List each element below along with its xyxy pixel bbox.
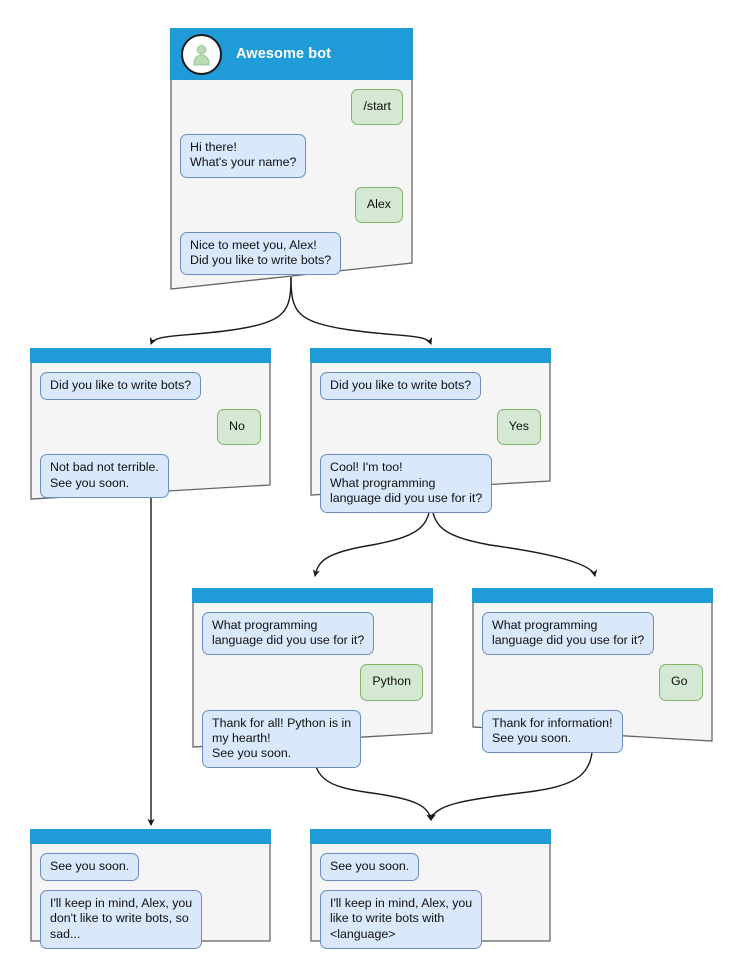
node-header-bar bbox=[30, 348, 271, 363]
bot-message-bubble[interactable]: Did you like to write bots? bbox=[40, 372, 202, 401]
user-message-bubble[interactable]: Go bbox=[659, 664, 703, 701]
answer-python-node[interactable]: What programming language did you use fo… bbox=[192, 588, 433, 769]
bot-title: Awesome bot bbox=[236, 46, 332, 62]
answer-no-node[interactable]: Did you like to write bots? No Not bad n… bbox=[30, 348, 271, 500]
bot-message-bubble[interactable]: See you soon. bbox=[40, 853, 140, 882]
bot-message-bubble[interactable]: Thank for all! Python is in my hearth! S… bbox=[202, 709, 362, 769]
bot-message-bubble[interactable]: I'll keep in mind, Alex, you like to wri… bbox=[320, 890, 483, 949]
end-no-node[interactable]: See you soon. I'll keep in mind, Alex, y… bbox=[30, 829, 271, 949]
chat-row: I'll keep in mind, Alex, you don't like … bbox=[40, 890, 261, 949]
bot-message-bubble[interactable]: Not bad not terrible. See you soon. bbox=[40, 454, 169, 498]
answer-go-node[interactable]: What programming language did you use fo… bbox=[472, 588, 713, 754]
bot-message-bubble[interactable]: Nice to meet you, Alex! Did you like to … bbox=[180, 231, 342, 276]
yes-chat-log: Did you like to write bots? Yes Cool! I'… bbox=[310, 363, 551, 523]
chat-row: Thank for information! See you soon. bbox=[482, 709, 703, 754]
chat-row: Cool! I'm too! What programming language… bbox=[320, 454, 541, 514]
end-no-chat-log: See you soon. I'll keep in mind, Alex, y… bbox=[30, 844, 271, 959]
answer-go-node-content: What programming language did you use fo… bbox=[472, 588, 713, 763]
chat-row: What programming language did you use fo… bbox=[482, 612, 703, 656]
chat-row: Nice to meet you, Alex! Did you like to … bbox=[180, 231, 403, 276]
go-chat-log: What programming language did you use fo… bbox=[472, 603, 713, 763]
node-header-bar bbox=[310, 348, 551, 363]
end-yes-chat-log: See you soon. I'll keep in mind, Alex, y… bbox=[310, 844, 551, 959]
end-yes-node-content: See you soon. I'll keep in mind, Alex, y… bbox=[310, 829, 551, 959]
node-header-bar bbox=[192, 588, 433, 603]
user-message-bubble[interactable]: /start bbox=[351, 89, 403, 126]
chat-row: Thank for all! Python is in my hearth! S… bbox=[202, 709, 423, 769]
person-glyph bbox=[193, 44, 210, 65]
bot-message-bubble[interactable]: What programming language did you use fo… bbox=[482, 612, 655, 656]
chat-row: Go bbox=[482, 664, 703, 701]
answer-yes-node-content: Did you like to write bots? Yes Cool! I'… bbox=[310, 348, 551, 523]
bot-message-bubble[interactable]: What programming language did you use fo… bbox=[202, 612, 375, 656]
chat-row: I'll keep in mind, Alex, you like to wri… bbox=[320, 890, 541, 949]
chat-row: Python bbox=[202, 664, 423, 701]
bot-message-bubble[interactable]: See you soon. bbox=[320, 853, 420, 882]
chat-row: Alex bbox=[180, 186, 403, 223]
chat-row: See you soon. bbox=[40, 853, 261, 882]
end-no-node-content: See you soon. I'll keep in mind, Alex, y… bbox=[30, 829, 271, 959]
node-header-bar bbox=[30, 829, 271, 844]
start-node[interactable]: Awesome bot /start Hi there! What's your… bbox=[170, 28, 413, 290]
chat-row: See you soon. bbox=[320, 853, 541, 882]
chat-row: What programming language did you use fo… bbox=[202, 612, 423, 656]
node-header-bar bbox=[310, 829, 551, 844]
answer-yes-node[interactable]: Did you like to write bots? Yes Cool! I'… bbox=[310, 348, 551, 514]
start-node-content: Awesome bot /start Hi there! What's your… bbox=[170, 28, 413, 285]
bot-message-bubble[interactable]: Did you like to write bots? bbox=[320, 372, 482, 401]
chat-row: Did you like to write bots? bbox=[320, 372, 541, 401]
bot-header-bar: Awesome bot bbox=[170, 28, 413, 80]
bot-message-bubble[interactable]: I'll keep in mind, Alex, you don't like … bbox=[40, 890, 203, 949]
answer-python-node-content: What programming language did you use fo… bbox=[192, 588, 433, 778]
chat-row: Yes bbox=[320, 409, 541, 446]
user-message-bubble[interactable]: Yes bbox=[496, 409, 541, 446]
chat-row: Hi there! What's your name? bbox=[180, 134, 403, 178]
chat-row: /start bbox=[180, 89, 403, 126]
bot-message-bubble[interactable]: Cool! I'm too! What programming language… bbox=[320, 454, 493, 514]
user-message-bubble[interactable]: Python bbox=[360, 664, 423, 701]
bot-message-bubble[interactable]: Thank for information! See you soon. bbox=[482, 709, 623, 754]
person-avatar-icon bbox=[181, 33, 222, 75]
user-message-bubble[interactable]: Alex bbox=[354, 186, 403, 223]
no-chat-log: Did you like to write bots? No Not bad n… bbox=[30, 363, 271, 508]
bot-message-bubble[interactable]: Hi there! What's your name? bbox=[180, 134, 307, 178]
python-chat-log: What programming language did you use fo… bbox=[192, 603, 433, 778]
chat-row: Did you like to write bots? bbox=[40, 372, 261, 401]
answer-no-node-content: Did you like to write bots? No Not bad n… bbox=[30, 348, 271, 508]
chat-row: No bbox=[40, 409, 261, 446]
chat-row: Not bad not terrible. See you soon. bbox=[40, 454, 261, 498]
end-yes-node[interactable]: See you soon. I'll keep in mind, Alex, y… bbox=[310, 829, 551, 949]
node-header-bar bbox=[472, 588, 713, 603]
start-chat-log: /start Hi there! What's your name? Alex … bbox=[170, 80, 413, 285]
user-message-bubble[interactable]: No bbox=[217, 409, 261, 446]
